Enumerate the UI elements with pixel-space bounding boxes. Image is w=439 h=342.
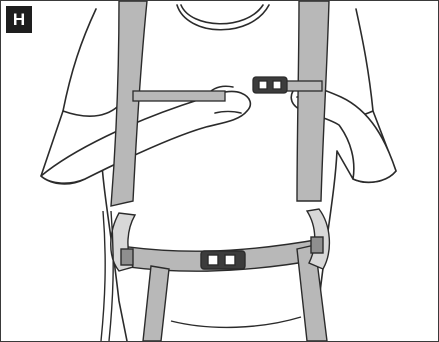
step-label-badge: H	[6, 6, 32, 33]
left-arm	[41, 91, 250, 183]
chest-strap-right	[286, 81, 322, 91]
left-sleeve	[63, 101, 123, 116]
left-shoulder-strap	[111, 1, 147, 206]
chest-strap-left	[133, 91, 225, 101]
neckline	[181, 5, 263, 24]
left-hip-strap	[143, 266, 169, 341]
right-shoulder-strap	[297, 1, 329, 201]
chest-strap-buckle-icon	[253, 77, 287, 93]
